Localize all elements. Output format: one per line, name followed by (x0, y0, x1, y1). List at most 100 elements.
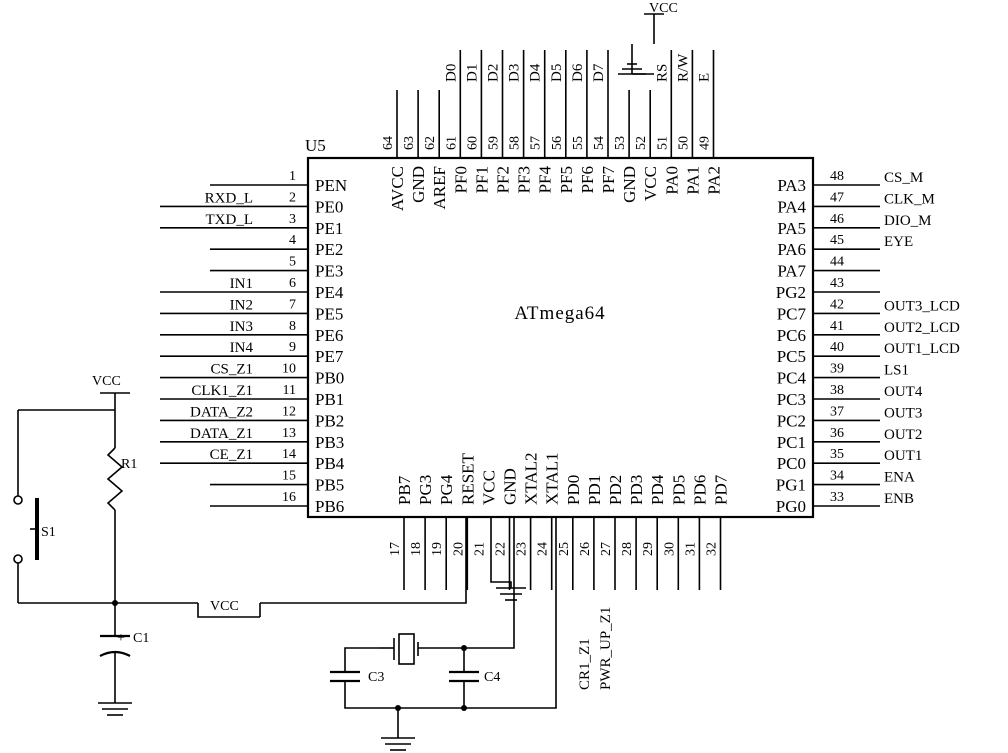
pin-name: PG3 (416, 475, 435, 505)
pin-21: 21 VCC (472, 470, 498, 556)
pin-name: PB2 (315, 411, 344, 430)
pin-name: PB5 (315, 476, 344, 495)
pin-number: 27 (599, 542, 614, 556)
pin-number: 52 (634, 136, 649, 150)
net-label: CLK1_Z1 (191, 383, 253, 399)
net-label: D7 (591, 63, 607, 82)
pin-number: 32 (705, 542, 720, 556)
pin-number: 58 (508, 136, 523, 150)
pin-number: 20 (451, 542, 466, 556)
pin-name: PE3 (315, 262, 343, 281)
s1-label: S1 (41, 525, 56, 540)
pin-name: PA5 (777, 219, 806, 238)
pin-number: 38 (830, 383, 844, 398)
net-label: CLK_M (884, 191, 935, 207)
pin-number: 16 (282, 490, 296, 505)
pin-name: GND (409, 166, 428, 203)
pin-name: PC4 (777, 369, 807, 388)
pin-number: 41 (830, 319, 844, 334)
pin-name: GND (501, 468, 520, 505)
pin-name: PC1 (777, 433, 806, 452)
net-label: R/W (675, 53, 691, 82)
pin-number: 50 (676, 136, 691, 150)
pin-name: PD7 (712, 474, 731, 505)
pin-number: 60 (465, 136, 480, 150)
pin-number: 34 (830, 469, 844, 484)
pin-number: 3 (289, 212, 296, 227)
pin-number: 47 (830, 190, 844, 205)
pin-name: PD0 (564, 475, 583, 505)
pin-number: 18 (409, 542, 424, 556)
crystal (398, 633, 415, 665)
pin-name: PA7 (777, 262, 806, 281)
pin-name: VCC (479, 470, 498, 505)
pin-name: PG1 (776, 476, 806, 495)
bottom-pins: 17PB718PG319PG420RESET21VCC22GND23XTAL22… (388, 452, 731, 690)
pin-number: 53 (613, 136, 628, 150)
pin-name: PG4 (437, 474, 456, 505)
pin-number: 36 (830, 426, 844, 441)
net-label: OUT1 (884, 448, 922, 464)
net-label: ENB (884, 491, 914, 507)
net-label: OUT3_LCD (884, 298, 960, 314)
pin-name: PC3 (777, 390, 806, 409)
pin-number: 23 (515, 542, 530, 556)
pin-number: 21 (472, 542, 487, 556)
s1-contact-bottom (13, 554, 23, 564)
pin-name: PE7 (315, 347, 344, 366)
s1-contact-top (13, 495, 23, 505)
pin-number: 12 (282, 404, 296, 419)
net-label: RXD_L (205, 190, 253, 206)
vcc-top-label: VCC (649, 1, 678, 16)
net-label: LS1 (884, 363, 909, 379)
pin-number: 14 (282, 447, 296, 462)
pin-name: RESET (458, 452, 477, 505)
pin-name: PB6 (315, 497, 344, 516)
c4-label: C4 (484, 670, 500, 685)
pin-name: PD6 (690, 475, 709, 505)
pin-number: 49 (698, 136, 713, 150)
pin-name: PA0 (662, 166, 681, 195)
net-label: EYE (884, 234, 913, 250)
pin-name: PA2 (705, 166, 724, 195)
net-label: D0 (443, 64, 459, 82)
pin-20: 20 RESET (451, 452, 477, 590)
net-label: D1 (464, 64, 480, 82)
ground-symbol-c1 (98, 702, 132, 716)
pin-number: 29 (641, 542, 656, 556)
pin-name: PC7 (777, 304, 807, 323)
chip-body (306, 156, 815, 519)
pin-name: PD5 (669, 475, 688, 505)
net-label: D2 (486, 64, 502, 82)
pin-18: 18 PG3 (409, 475, 435, 590)
pin-name: PA6 (777, 240, 806, 259)
pin-name: PE0 (315, 197, 343, 216)
pin-name: XTAL1 (543, 453, 562, 505)
pin-name: PD3 (627, 475, 646, 505)
